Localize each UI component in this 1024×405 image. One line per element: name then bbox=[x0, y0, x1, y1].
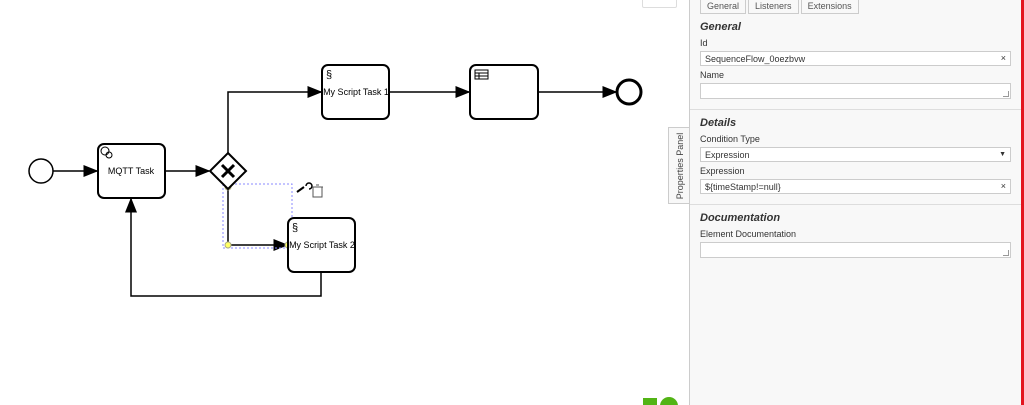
expression-label: Expression bbox=[700, 166, 745, 176]
expression-value: ${timeStamp!=null} bbox=[705, 182, 781, 192]
task-business-rule[interactable] bbox=[469, 64, 539, 120]
group-documentation: Documentation Element Documentation bbox=[690, 205, 1021, 268]
tab-listeners[interactable]: Listeners bbox=[748, 0, 799, 14]
panel-tabs: General Listeners Extensions bbox=[690, 0, 859, 14]
properties-panel-toggle[interactable]: Properties Panel bbox=[668, 127, 690, 204]
tab-general[interactable]: General bbox=[700, 0, 747, 14]
group-title: Documentation bbox=[700, 212, 781, 224]
script-icon: § bbox=[326, 69, 332, 81]
task-script2[interactable]: § My Script Task 2 bbox=[287, 217, 356, 273]
properties-panel: General Listeners Extensions General Id … bbox=[689, 0, 1021, 405]
task-label: MQTT Task bbox=[108, 166, 155, 176]
flow-gateway-script2-selected[interactable] bbox=[227, 189, 289, 251]
clear-icon[interactable]: × bbox=[1000, 181, 1006, 191]
condition-type-label: Condition Type bbox=[700, 134, 760, 144]
group-general: General Id SequenceFlow_0oezbvw × Name bbox=[690, 14, 1021, 110]
flow-script2-mqtt[interactable] bbox=[125, 197, 322, 297]
logo-icon bbox=[643, 397, 678, 405]
exclusive-gateway[interactable] bbox=[208, 151, 248, 191]
condition-type-value: Expression bbox=[705, 150, 750, 160]
gear-icon bbox=[100, 146, 113, 159]
end-event[interactable] bbox=[615, 78, 643, 106]
wrench-icon[interactable] bbox=[296, 182, 313, 193]
task-mqtt[interactable]: MQTT Task bbox=[97, 143, 166, 199]
trash-icon[interactable] bbox=[312, 184, 323, 198]
task-label: My Script Task 2 bbox=[289, 240, 355, 250]
flow-gateway-script1[interactable] bbox=[227, 86, 323, 153]
script-icon: § bbox=[292, 222, 298, 234]
expression-field[interactable]: ${timeStamp!=null} × bbox=[700, 179, 1011, 194]
task-script1[interactable]: § My Script Task 1 bbox=[321, 64, 390, 120]
accent-border bbox=[1021, 0, 1024, 405]
id-field[interactable]: SequenceFlow_0oezbvw × bbox=[700, 51, 1011, 66]
toggle-label: Properties Panel bbox=[674, 132, 685, 199]
waypoint-handle[interactable] bbox=[224, 241, 232, 249]
element-documentation-label: Element Documentation bbox=[700, 229, 797, 239]
group-details: Details Condition Type Expression ▼ Expre… bbox=[690, 110, 1021, 205]
clear-icon[interactable]: × bbox=[1000, 53, 1006, 63]
id-value: SequenceFlow_0oezbvw bbox=[705, 54, 806, 64]
selection-outline bbox=[222, 183, 293, 249]
id-label: Id bbox=[700, 38, 708, 48]
x-icon bbox=[220, 163, 236, 179]
task-label: My Script Task 1 bbox=[323, 87, 389, 97]
palette-toggle[interactable] bbox=[642, 0, 677, 8]
name-label: Name bbox=[700, 70, 725, 80]
name-field[interactable] bbox=[700, 83, 1011, 99]
condition-type-select[interactable]: Expression ▼ bbox=[700, 147, 1011, 162]
start-event[interactable] bbox=[28, 158, 54, 184]
group-title: General bbox=[700, 21, 741, 33]
group-title: Details bbox=[700, 117, 737, 129]
table-icon bbox=[474, 69, 489, 80]
element-documentation-field[interactable] bbox=[700, 242, 1011, 258]
chevron-down-icon: ▼ bbox=[999, 151, 1006, 158]
tab-extensions[interactable]: Extensions bbox=[800, 0, 859, 14]
